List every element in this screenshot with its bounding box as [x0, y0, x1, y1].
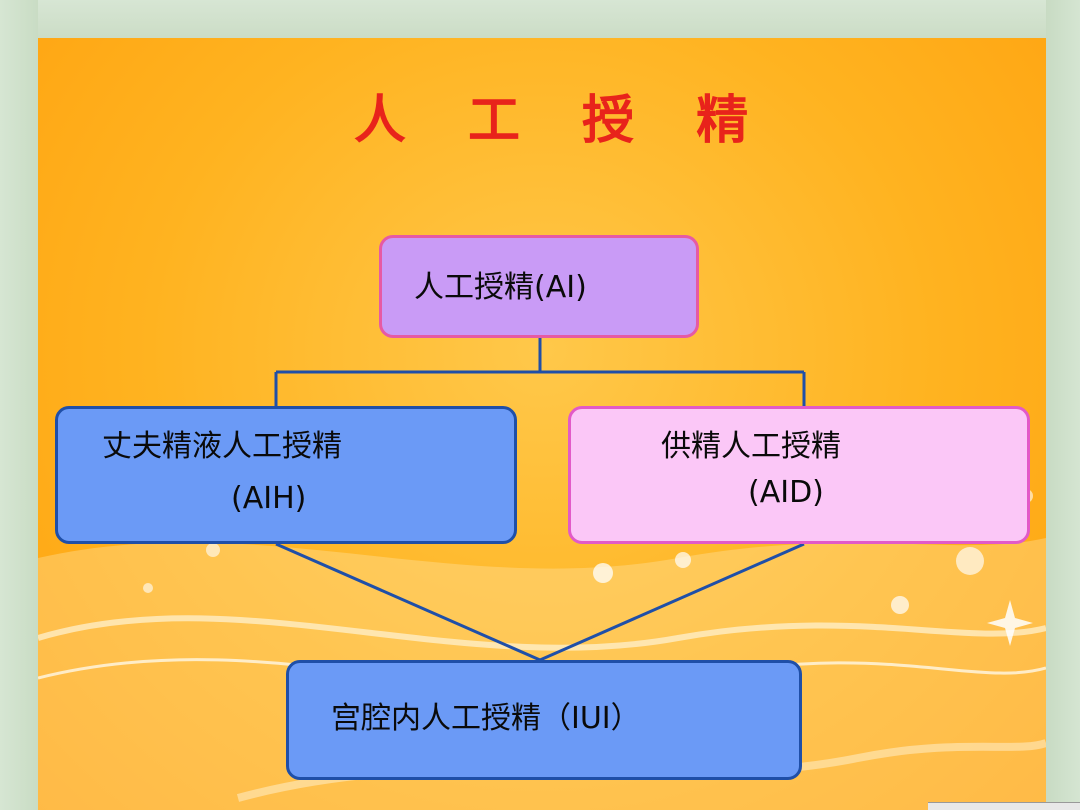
node-ai-label: 人工授精(AI) — [414, 270, 587, 305]
frame-border-right — [1046, 0, 1080, 810]
node-aih-label-line2: (AIH) — [231, 481, 307, 516]
node-ai: 人工授精(AI) — [379, 235, 699, 338]
frame-border-top — [0, 0, 1080, 40]
node-aid-label-line1: 供精人工授精 — [661, 429, 841, 464]
node-aih: 丈夫精液人工授精 (AIH) — [55, 406, 517, 544]
slide-title: 人 工 授 精 — [353, 91, 771, 151]
node-iui-label: 宫腔内人工授精（IUI） — [331, 701, 641, 736]
connector-aid-to-iui — [539, 542, 805, 662]
node-aid-label-line2: (AID) — [748, 475, 824, 510]
connector-aih-to-iui — [275, 542, 541, 662]
node-aid: 供精人工授精 (AID) — [568, 406, 1030, 544]
node-iui: 宫腔内人工授精（IUI） — [286, 660, 802, 780]
node-aih-label-line1: 丈夫精液人工授精 — [102, 429, 342, 464]
frame-border-left — [0, 0, 38, 810]
corner-decoration — [928, 802, 1080, 810]
